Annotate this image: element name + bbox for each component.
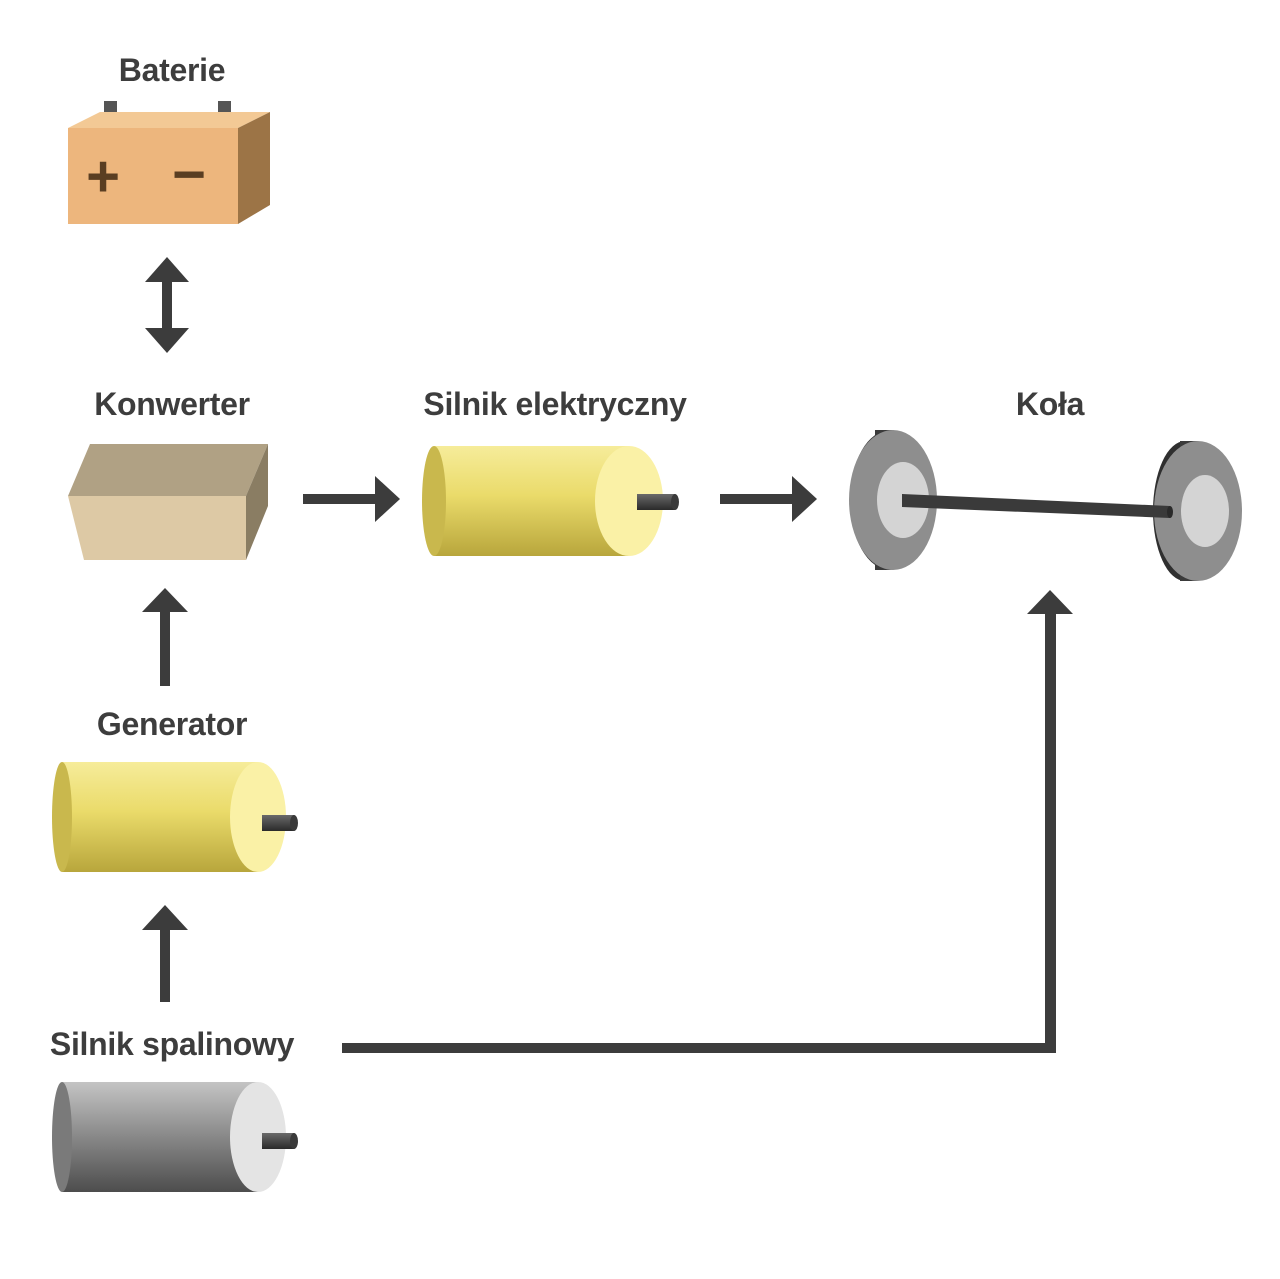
wheels-icon (849, 430, 1242, 581)
combustion-engine-label: Silnik spalinowy (49, 1026, 295, 1062)
converter-front-face (68, 496, 246, 560)
motor-shaft (637, 494, 675, 510)
battery-label: Baterie (118, 52, 226, 88)
converter-label: Konwerter (94, 386, 250, 422)
converter-icon (68, 444, 268, 560)
battery-side-face (238, 112, 270, 224)
wheels-label: Koła (1015, 386, 1085, 422)
plus-symbol: + (86, 144, 120, 209)
motor-to-wheels-arrow (720, 476, 817, 522)
battery-converter-double-arrow (145, 257, 189, 353)
converter-top-face (68, 444, 268, 496)
generator-label: Generator (96, 706, 248, 742)
engine-to-wheels-arrow (342, 590, 1073, 1053)
converter-side-face (246, 444, 268, 560)
battery-icon: + − (68, 101, 270, 224)
combustion-engine-icon (52, 1082, 298, 1192)
generator-to-converter-arrow (142, 588, 188, 686)
axle (902, 494, 1170, 518)
battery-front-face (68, 128, 238, 224)
generator-icon (52, 762, 298, 872)
generator-shaft (262, 815, 294, 831)
minus-symbol: − (172, 142, 206, 207)
engine-shaft (262, 1133, 294, 1149)
electric-motor-label: Silnik elektryczny (423, 386, 687, 422)
electric-motor-icon (422, 446, 679, 556)
engine-to-generator-arrow (142, 905, 188, 1002)
converter-to-motor-arrow (303, 476, 400, 522)
battery-top-face (68, 112, 270, 128)
